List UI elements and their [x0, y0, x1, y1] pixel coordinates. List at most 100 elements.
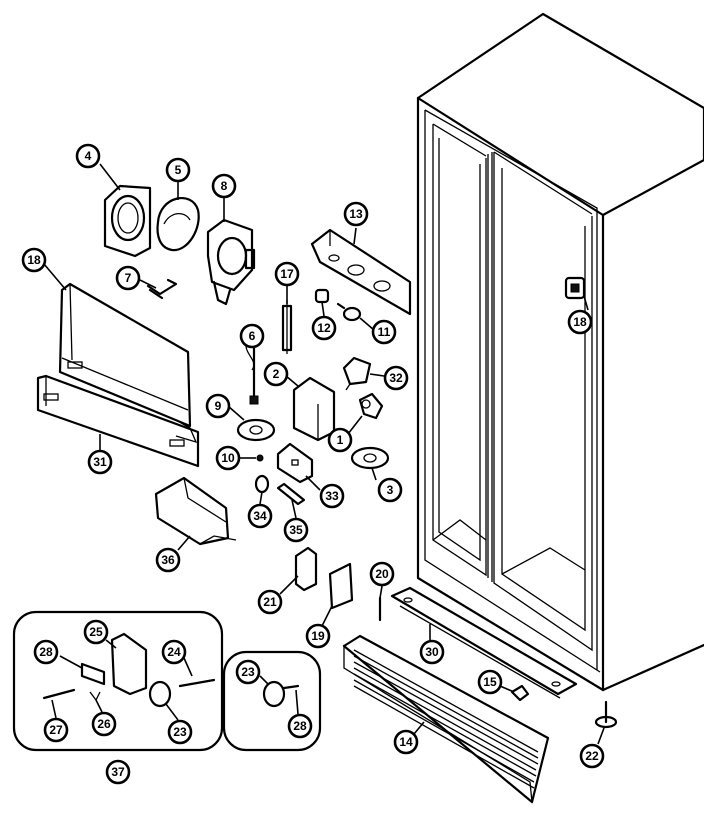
- callout-8-label: 8: [221, 179, 228, 193]
- callout-12-label: 12: [317, 321, 331, 335]
- callout-11: 11: [371, 319, 397, 345]
- callout-34: 34: [247, 503, 273, 529]
- part-36-cover: [154, 476, 237, 546]
- callout-14-label: 14: [399, 735, 413, 749]
- callout-19-label: 19: [311, 629, 325, 643]
- part-12-bulb-socket: [314, 288, 330, 304]
- callout-18-cover-label: 18: [27, 253, 41, 267]
- callout-26: 26: [91, 711, 117, 737]
- part-31-grille-panel: [36, 374, 200, 468]
- callout-30: 30: [419, 639, 445, 665]
- callout-33-label: 33: [325, 489, 339, 503]
- callout-18-switch-label: 18: [573, 315, 587, 329]
- callout-28-kit-label: 28: [39, 645, 53, 659]
- callout-26-label: 26: [97, 717, 111, 731]
- callout-3-label: 3: [387, 483, 394, 497]
- callout-2: 2: [263, 361, 289, 387]
- callout-18-cover: 18: [21, 247, 47, 273]
- kit-37-box: [12, 610, 224, 752]
- callout-5: 5: [165, 157, 191, 183]
- callout-32: 32: [383, 365, 409, 391]
- part-18b-light-switch: [564, 276, 586, 300]
- callout-3: 3: [377, 477, 403, 503]
- callout-7: 7: [115, 265, 141, 291]
- callout-15-label: 15: [483, 675, 497, 689]
- callout-22-label: 22: [585, 749, 599, 763]
- callout-20: 20: [369, 561, 395, 587]
- callout-17-label: 17: [280, 267, 294, 281]
- callout-37-label: 37: [111, 765, 125, 779]
- callout-23-kit: 23: [167, 719, 193, 745]
- callout-1-label: 1: [337, 433, 344, 447]
- part-19-bracket: [328, 562, 354, 610]
- part-8-fan-motor: [206, 218, 256, 306]
- part-13-mounting-rail: [310, 228, 412, 316]
- part-2-control-housing: [292, 376, 336, 442]
- callout-21: 21: [257, 589, 283, 615]
- callout-10: 10: [215, 445, 241, 471]
- callout-18-switch: 18: [567, 309, 593, 335]
- callout-23-kit-label: 23: [173, 725, 187, 739]
- callout-21-label: 21: [263, 595, 277, 609]
- part-15-clip: [510, 684, 530, 702]
- callout-7-label: 7: [125, 271, 132, 285]
- callout-6: 6: [239, 323, 265, 349]
- kit-wheel-box: [222, 650, 322, 752]
- part-4-fan-shroud: [103, 184, 152, 258]
- callout-14: 14: [393, 729, 419, 755]
- callout-24: 24: [161, 639, 187, 665]
- callout-24-label: 24: [167, 645, 181, 659]
- cabinet: [416, 12, 704, 692]
- part-11-light-bulb: [336, 302, 362, 322]
- part-34-bushing: [254, 474, 270, 494]
- callout-17: 17: [274, 261, 300, 287]
- callout-23-wheel: 23: [235, 659, 261, 685]
- callout-9: 9: [205, 393, 231, 419]
- callout-13: 13: [343, 201, 369, 227]
- callout-28-kit: 28: [33, 639, 59, 665]
- callout-13-label: 13: [349, 207, 363, 221]
- part-14-toe-grille: [342, 634, 550, 804]
- part-32-damper-control: [342, 356, 372, 391]
- part-9-wheel: [236, 418, 276, 442]
- part-21-hinge: [294, 546, 318, 592]
- callout-35-label: 35: [289, 523, 303, 537]
- callout-20-label: 20: [375, 567, 389, 581]
- part-35-shaft: [276, 482, 306, 506]
- callout-23-wheel-label: 23: [241, 665, 255, 679]
- part-18-evaporator-cover: [58, 282, 198, 444]
- callout-30-label: 30: [425, 645, 439, 659]
- callout-27: 27: [43, 717, 69, 743]
- callout-11-label: 11: [378, 325, 391, 339]
- callout-19: 19: [305, 623, 331, 649]
- callout-2-label: 2: [273, 367, 280, 381]
- part-3-wheel: [350, 446, 390, 470]
- callout-31-label: 31: [93, 455, 107, 469]
- callout-35: 35: [283, 517, 309, 543]
- callout-36: 36: [155, 547, 181, 573]
- leader-lines: [43, 163, 605, 745]
- callout-27-label: 27: [49, 723, 63, 737]
- part-5-fan-blade: [156, 197, 200, 252]
- part-30-hinge-bracket: [390, 586, 578, 699]
- callout-28-wheel: 28: [287, 713, 313, 739]
- callout-6-label: 6: [249, 329, 256, 343]
- part-17-bracket: [281, 300, 293, 354]
- callout-32-label: 32: [389, 371, 403, 385]
- callout-9-label: 9: [215, 399, 222, 413]
- part-1-switch: [358, 392, 384, 420]
- callout-31: 31: [87, 449, 113, 475]
- callout-22: 22: [579, 743, 605, 769]
- callout-4: 4: [75, 143, 101, 169]
- callout-8: 8: [211, 173, 237, 199]
- callout-12: 12: [311, 315, 337, 341]
- part-7-clip: [146, 278, 178, 300]
- part-10-screw: [256, 454, 264, 462]
- part-22-leveling-leg: [594, 700, 618, 729]
- callout-33: 33: [319, 483, 345, 509]
- callout-25: 25: [83, 619, 109, 645]
- callout-37: 37: [105, 759, 131, 785]
- callout-28-wheel-label: 28: [293, 719, 307, 733]
- callout-25-label: 25: [89, 625, 103, 639]
